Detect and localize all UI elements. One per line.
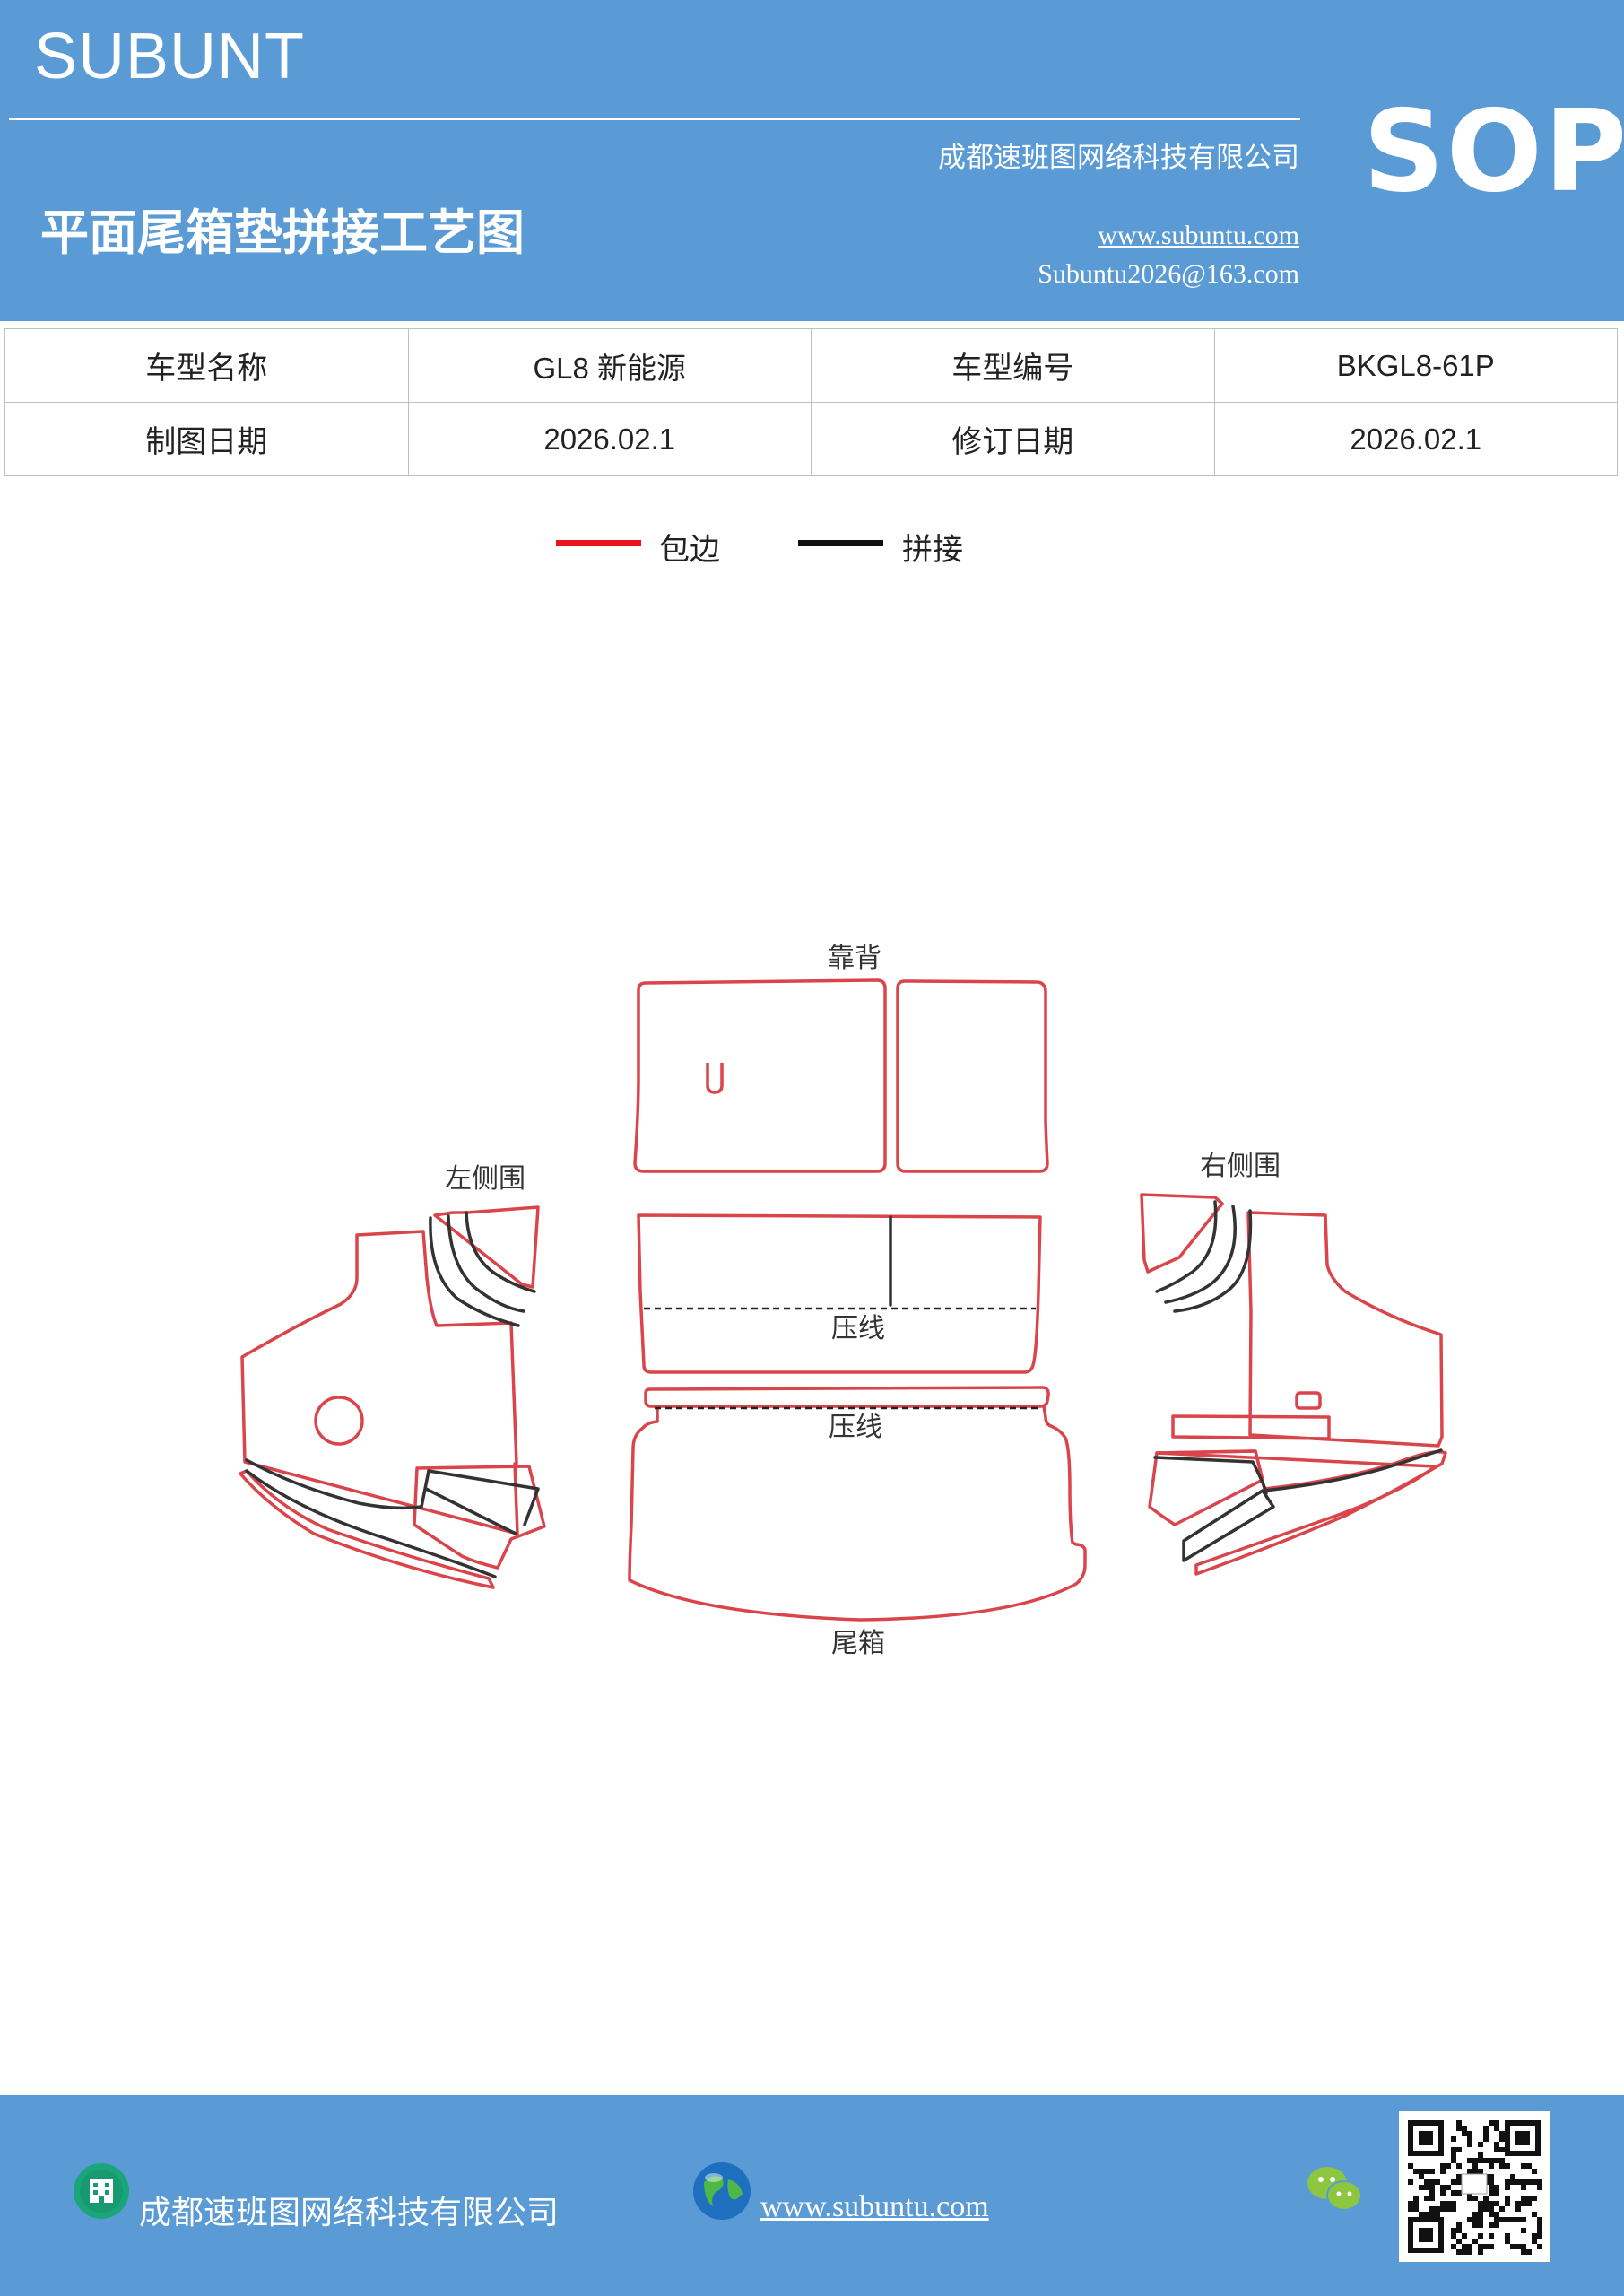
legend: 包边 拼接 — [0, 525, 1624, 570]
table-row: 制图日期 2026.02.1 修订日期 2026.02.1 — [4, 402, 1618, 476]
left-side-seam-4 — [245, 1458, 430, 1510]
backrest-left-panel — [633, 978, 887, 1173]
right-side-seam-2 — [1164, 1205, 1237, 1304]
model-name-value: GL8 新能源 — [407, 328, 812, 403]
right-side-top-flap — [1140, 1193, 1224, 1274]
label-crease-1: 压线 — [831, 1313, 885, 1344]
left-side-bottom-strip — [239, 1469, 495, 1589]
left-round-hole — [314, 1396, 364, 1446]
legend-label-seam: 拼接 — [902, 532, 963, 568]
draw-date-value: 2026.02.1 — [407, 402, 812, 476]
middle-panel — [637, 1213, 1042, 1374]
right-bottom-seam-2 — [1182, 1489, 1275, 1562]
left-side-outer — [240, 1230, 519, 1535]
u-notch — [706, 1063, 724, 1094]
label-right-side: 右侧围 — [1200, 1151, 1281, 1182]
right-bottom-flap — [1148, 1449, 1264, 1526]
left-bottom-flap-seam — [424, 1469, 540, 1535]
email-address: Subuntu2026@163.com — [1038, 259, 1299, 289]
left-side-seam-1 — [429, 1216, 520, 1327]
left-bottom-flap — [413, 1465, 546, 1570]
right-strip — [1171, 1414, 1331, 1440]
footer-website-link[interactable]: www.subuntu.com — [760, 2190, 989, 2223]
footer-banner: 成都速班图网络科技有限公司 www.subuntu.com — [0, 2095, 1624, 2296]
header-divider — [9, 118, 1300, 120]
revision-date-value: 2026.02.1 — [1213, 402, 1618, 476]
info-table: 车型名称 GL8 新能源 车型编号 BKGL8-61P 制图日期 2026.02… — [4, 328, 1618, 476]
header-banner: SUBUNT 成都速班图网络科技有限公司 平面尾箱垫拼接工艺图 www.subu… — [0, 0, 1624, 321]
legend-swatch-edge — [556, 540, 641, 546]
left-side-seam-3 — [465, 1211, 536, 1293]
draw-date-label: 制图日期 — [4, 402, 409, 476]
sop-badge: SOP — [1363, 85, 1624, 217]
right-side-outer — [1246, 1211, 1444, 1448]
right-slot — [1295, 1391, 1322, 1410]
right-side-seam-3 — [1173, 1209, 1253, 1313]
legend-swatch-seam — [798, 540, 883, 546]
website-link[interactable]: www.subuntu.com — [1098, 221, 1299, 250]
wechat-icon — [1307, 2167, 1362, 2211]
right-bottom-seam-1 — [1153, 1456, 1268, 1495]
left-side-seam-2 — [447, 1214, 525, 1313]
crease-strip — [644, 1386, 1050, 1408]
label-trunk: 尾箱 — [831, 1628, 885, 1659]
table-row: 车型名称 GL8 新能源 车型编号 BKGL8-61P — [4, 328, 1618, 403]
label-backrest: 靠背 — [828, 943, 881, 974]
brand-name: SUBUNT — [34, 21, 306, 92]
left-side-top-flap — [433, 1205, 540, 1289]
model-code-label: 车型编号 — [811, 328, 1215, 403]
right-side-seam-1 — [1155, 1200, 1218, 1293]
trunk-panel — [628, 1405, 1087, 1622]
model-code-value: BKGL8-61P — [1213, 328, 1618, 403]
company-name: 成都速班图网络科技有限公司 — [938, 142, 1299, 174]
footer-company-name: 成都速班图网络科技有限公司 — [139, 2195, 560, 2231]
label-crease-2: 压线 — [829, 1412, 882, 1443]
right-bottom-seam-3 — [1263, 1448, 1443, 1492]
right-bottom-area — [1155, 1449, 1447, 1576]
qr-code — [1399, 2111, 1550, 2262]
model-name-label: 车型名称 — [4, 328, 409, 403]
qr-code-image — [1408, 2120, 1542, 2255]
backrest-right-panel — [896, 979, 1049, 1173]
label-left-side: 左侧围 — [445, 1163, 525, 1195]
document-title: 平面尾箱垫拼接工艺图 — [40, 204, 525, 261]
revision-date-label: 修订日期 — [811, 402, 1215, 476]
legend-label-edge: 包边 — [659, 532, 720, 568]
building-icon — [74, 2163, 129, 2219]
globe-icon — [693, 2162, 751, 2220]
left-side-seam-5 — [245, 1469, 497, 1578]
